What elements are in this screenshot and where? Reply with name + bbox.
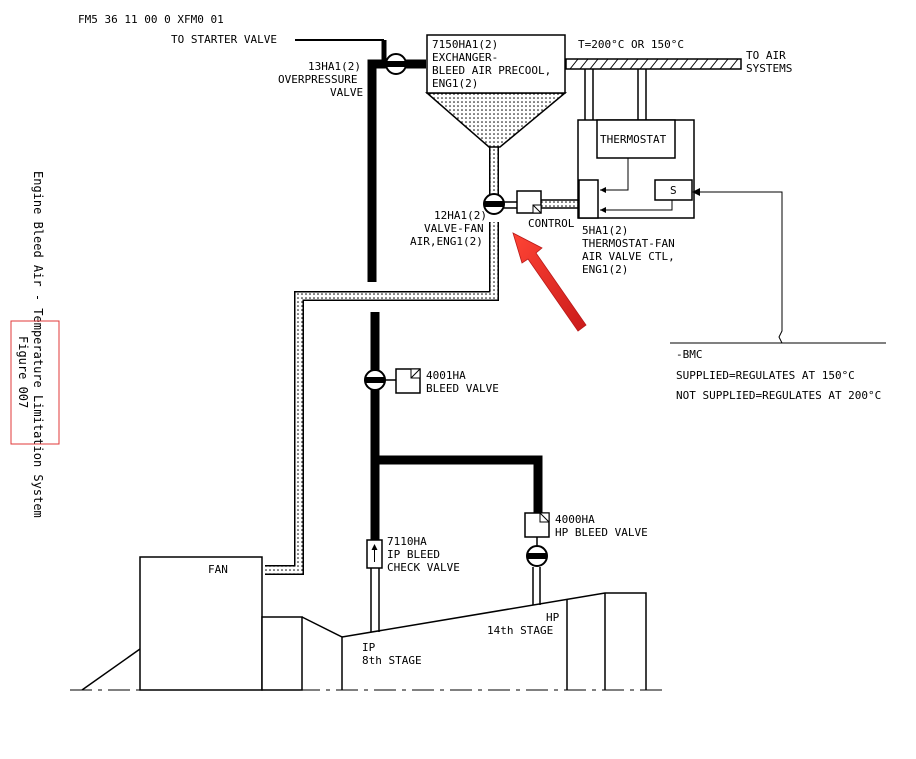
- hp-stage-label-1: 14th STAGE: [487, 624, 553, 637]
- to-starter-valve-label: TO STARTER VALVE: [171, 33, 277, 46]
- bmc-signal-line: [670, 188, 886, 344]
- temperature-label: T=200°C OR 150°C: [578, 38, 684, 51]
- bmc-note-1: SUPPLIED=REGULATES AT 150°C: [676, 369, 855, 382]
- figure-label-highlight-box: [10, 320, 60, 445]
- red-annotation-arrow: [512, 232, 587, 332]
- exchanger-label-0: 7150HA1(2): [432, 38, 498, 51]
- bmc-note-2: NOT SUPPLIED=REGULATES AT 200°C: [676, 389, 881, 402]
- side-title-text: Engine Bleed Air - Temperature Limitatio…: [31, 171, 45, 518]
- exchanger-label-1: EXCHANGER-: [432, 51, 498, 64]
- ip-check-valve-label-1: IP BLEED: [387, 548, 440, 561]
- hp-bleed-valve-label-0: 4000HA: [555, 513, 595, 526]
- air-systems-outlet: T=200°C OR 150°C TO AIR SYSTEMS: [565, 38, 792, 120]
- hp-stage-label-0: HP: [546, 611, 560, 624]
- fan-air-valve-symbol: [483, 193, 505, 215]
- bmc-note-0: -BMC: [676, 348, 703, 361]
- thermostat-valve-label-1: THERMOSTAT-FAN: [582, 237, 675, 250]
- exchanger-label-3: ENG1(2): [432, 77, 478, 90]
- doc-reference: FM5 36 11 00 0 XFM0 01: [78, 13, 224, 26]
- ip-stage-label-0: IP: [362, 641, 376, 654]
- overpressure-valve-label-2: VALVE: [330, 86, 363, 99]
- exchanger-label-2: BLEED AIR PRECOOL,: [432, 64, 551, 77]
- sensor-label: S: [670, 184, 677, 197]
- overpressure-valve-label-0: 13HA1(2): [308, 60, 361, 73]
- control-actuator: CONTROL: [504, 190, 579, 230]
- thermostat-valve-label-3: ENG1(2): [582, 263, 628, 276]
- figure-label: Figure 007: [16, 336, 30, 408]
- thermostat-valve-label-0: 5HA1(2): [582, 224, 628, 237]
- thermostat-valve-label-2: AIR VALVE CTL,: [582, 250, 675, 263]
- ip-check-valve-symbol: [366, 539, 383, 569]
- bleed-valve-label-0: 4001HA: [426, 369, 466, 382]
- fan-air-valve-label-1: VALVE-FAN: [424, 222, 484, 235]
- side-title: Engine Bleed Air - Temperature Limitatio…: [10, 171, 60, 518]
- fan-air-valve-label-0: 12HA1(2): [434, 209, 487, 222]
- bleed-valve-symbol: [364, 368, 421, 394]
- bleed-valve-label-1: BLEED VALVE: [426, 382, 499, 395]
- to-air-systems-label-1: SYSTEMS: [746, 62, 792, 75]
- hp-bleed-valve-symbol: [524, 512, 550, 567]
- ip-stage-label-1: 8th STAGE: [362, 654, 422, 667]
- fan-air-valve-label-2: AIR,ENG1(2): [410, 235, 483, 248]
- ip-check-valve-label-0: 7110HA: [387, 535, 427, 548]
- ip-check-valve-label-2: CHECK VALVE: [387, 561, 460, 574]
- overpressure-valve-label-1: OVERPRESSURE: [278, 73, 357, 86]
- engine-outline: [70, 556, 668, 691]
- to-air-systems-label-0: TO AIR: [746, 49, 786, 62]
- precooler-exchanger: 7150HA1(2) EXCHANGER- BLEED AIR PRECOOL,…: [424, 34, 568, 148]
- main-bleed-duct: [370, 312, 543, 632]
- hp-bleed-valve-label-1: HP BLEED VALVE: [555, 526, 648, 539]
- control-label: CONTROL: [528, 217, 575, 230]
- overpressure-valve-symbol: [385, 53, 407, 75]
- thermostat-unit: THERMOSTAT S: [577, 119, 695, 219]
- fan-label: FAN: [208, 563, 228, 576]
- thermostat-label: THERMOSTAT: [600, 133, 667, 146]
